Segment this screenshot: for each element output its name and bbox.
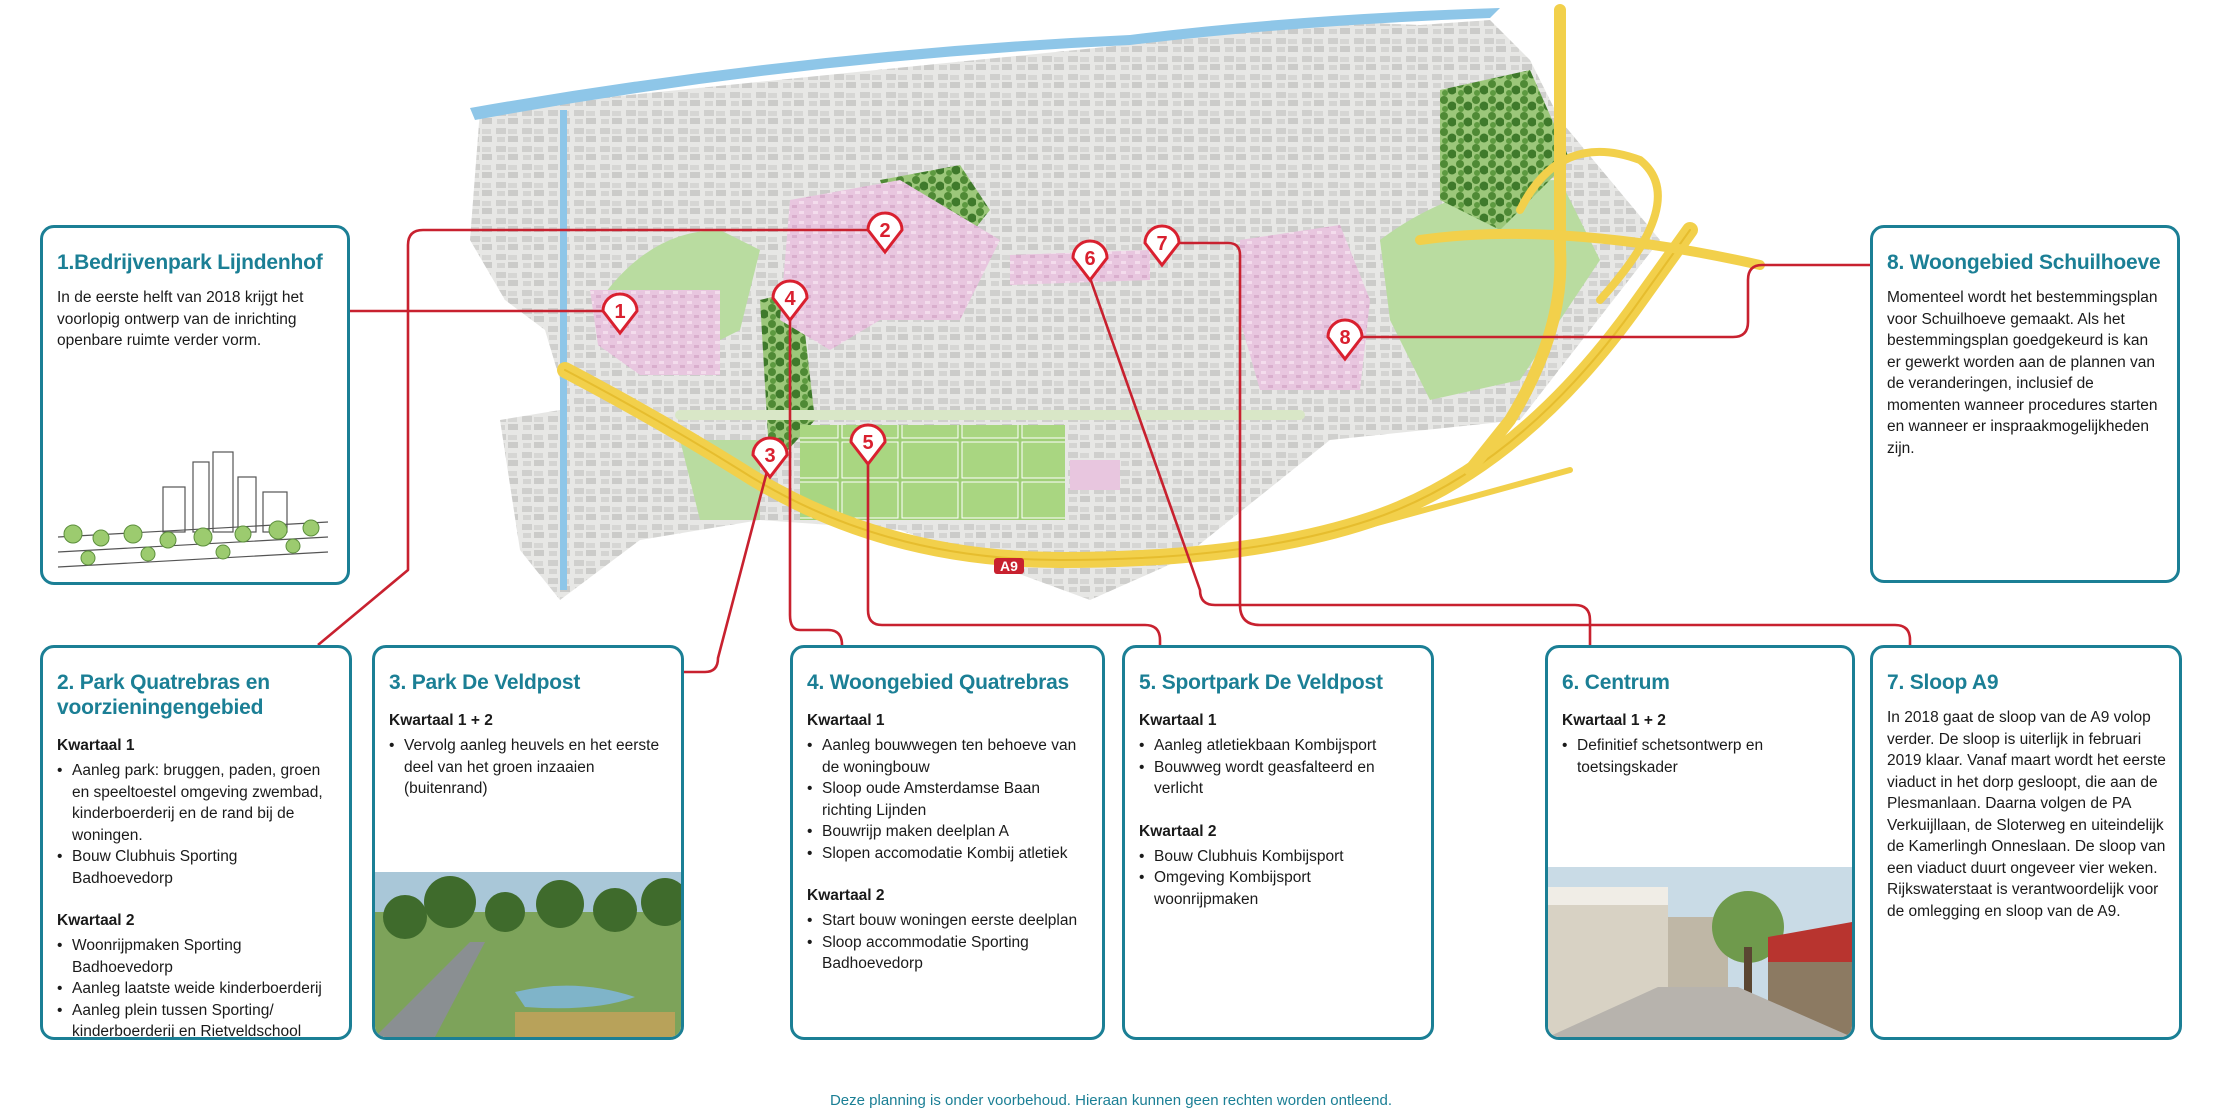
- list-item: Bouw Clubhuis Kombijsport: [1139, 846, 1419, 868]
- panel-park-quatrebras: 2. Park Quatrebras en voorzieningengebie…: [40, 645, 352, 1040]
- panel-6-quarter-1-list: Definitief schetsontwerp en toetsingskad…: [1562, 735, 1840, 778]
- map-marker-4-label: 4: [784, 288, 796, 310]
- panel-2-title: 2. Park Quatrebras en voorzieningengebie…: [57, 671, 270, 719]
- a9-road-sign: [994, 558, 1024, 574]
- list-item: Aanleg plein tussen Sporting/ kinderboer…: [57, 1000, 337, 1038]
- map-marker-1[interactable]: 1: [601, 292, 639, 336]
- panel-3-quarter-1-list: Vervolg aanleg heuvels en het eerste dee…: [389, 735, 669, 800]
- panel-4-quarter-2-list: Start bouw woningen eerste deelplan Sloo…: [807, 910, 1090, 975]
- panel-2-quarter-2-heading: Kwartaal 2: [57, 912, 135, 929]
- panel-3-quarter-1-heading: Kwartaal 1 + 2: [389, 712, 493, 729]
- list-item: Sloop oude Amsterdamse Baan richting Lij…: [807, 778, 1090, 821]
- list-item: Start bouw woningen eerste deelplan: [807, 910, 1090, 932]
- list-item: Aanleg park: bruggen, paden, groen en sp…: [57, 760, 337, 846]
- panel-sportpark-de-veldpost: 5. Sportpark De Veldpost Kwartaal 1 Aanl…: [1122, 645, 1434, 1040]
- map-marker-8[interactable]: 8: [1326, 318, 1364, 362]
- canal: [470, 8, 1500, 120]
- panel-1-text: In de eerste helft van 2018 krijgt het v…: [57, 289, 304, 349]
- panel-4-quarter-1-list: Aanleg bouwwegen ten behoeve van de woni…: [807, 735, 1090, 864]
- map-marker-2[interactable]: 2: [866, 211, 904, 255]
- sports-fields: [800, 425, 1065, 520]
- map-marker-3[interactable]: 3: [751, 436, 789, 480]
- list-item: Aanleg laatste weide kinderboerderij: [57, 978, 337, 1000]
- panel-5-quarter-2-heading: Kwartaal 2: [1139, 822, 1217, 840]
- panel-2-quarter-1-list: Aanleg park: bruggen, paden, groen en sp…: [57, 760, 337, 889]
- map-marker-7[interactable]: 7: [1143, 224, 1181, 268]
- map-marker-6[interactable]: 6: [1071, 239, 1109, 283]
- map-marker-5[interactable]: 5: [849, 423, 887, 467]
- map-marker-3-label: 3: [764, 445, 775, 467]
- panel-1-title: 1.Bedrijvenpark Lijndenhof: [57, 251, 323, 274]
- list-item: Bouwrijp maken deelplan A: [807, 821, 1090, 843]
- panel-8-text: Momenteel wordt het bestemmingsplan voor…: [1887, 289, 2158, 457]
- map-marker-7-label: 7: [1156, 233, 1167, 255]
- panel-6-quarter-1-heading: Kwartaal 1 + 2: [1562, 712, 1666, 729]
- panel-4-quarter-2-heading: Kwartaal 2: [807, 887, 885, 904]
- panel-7-text: In 2018 gaat de sloop van de A9 volop ve…: [1887, 709, 2166, 920]
- west-canal: [560, 110, 567, 590]
- panel-woongebied-quatrebras: 4. Woongebied Quatrebras Kwartaal 1 Aanl…: [790, 645, 1105, 1040]
- panel-sloop-a9: 7. Sloop A9 In 2018 gaat de sloop van de…: [1870, 645, 2182, 1040]
- list-item: Definitief schetsontwerp en toetsingskad…: [1562, 735, 1840, 778]
- highways: [557, 4, 1765, 569]
- sports-park-plot: [1070, 460, 1120, 490]
- panel-2-quarter-1-heading: Kwartaal 1: [57, 737, 135, 754]
- map-markers: 1 2 3 4 5 6 7 8: [601, 211, 1364, 480]
- map-marker-5-label: 5: [862, 432, 873, 454]
- map-marker-6-label: 6: [1084, 248, 1095, 270]
- a9-road-label: A9: [1000, 558, 1018, 574]
- list-item: Bouwweg wordt geasfalteerd en verlicht: [1139, 757, 1419, 800]
- panel-bedrijvenpark-lijndenhof: 1.Bedrijvenpark Lijndenhof In de eerste …: [40, 225, 350, 585]
- panel-5-quarter-2-list: Bouw Clubhuis Kombijsport Omgeving Kombi…: [1139, 846, 1419, 911]
- panel-4-title: 4. Woongebied Quatrebras: [807, 671, 1070, 694]
- list-item: Slopen accomodatie Kombij atletiek: [807, 843, 1090, 865]
- street-sketch-illustration: [57, 451, 329, 568]
- list-item: Sloop accommodatie Sporting Badhoevedorp: [807, 932, 1090, 975]
- panel-woongebied-schuilhoeve: 8. Woongebied Schuilhoeve Momenteel word…: [1870, 225, 2180, 583]
- map-marker-8-label: 8: [1339, 327, 1350, 349]
- centrum-photo: [1548, 867, 1852, 1037]
- panel-6-title: 6. Centrum: [1562, 671, 1670, 694]
- panel-park-de-veldpost: 3. Park De Veldpost Kwartaal 1 + 2 Vervo…: [372, 645, 684, 1040]
- panel-5-title: 5. Sportpark De Veldpost: [1139, 671, 1383, 694]
- list-item: Aanleg atletiekbaan Kombijsport: [1139, 735, 1419, 757]
- list-item: Aanleg bouwwegen ten behoeve van de woni…: [807, 735, 1090, 778]
- panel-centrum: 6. Centrum Kwartaal 1 + 2 Definitief sch…: [1545, 645, 1855, 1040]
- panel-8-title: 8. Woongebied Schuilhoeve: [1887, 251, 2161, 274]
- map-marker-4[interactable]: 4: [771, 279, 809, 323]
- panel-5-quarter-1-heading: Kwartaal 1: [1139, 712, 1217, 729]
- panel-5-quarter-1-list: Aanleg atletiekbaan Kombijsport Bouwweg …: [1139, 735, 1419, 800]
- panel-4-quarter-1-heading: Kwartaal 1: [807, 712, 885, 729]
- disclaimer: Deze planning is onder voorbehoud. Hiera…: [829, 1092, 1393, 1109]
- panel-7-title: 7. Sloop A9: [1887, 671, 1999, 694]
- list-item: Woonrijpmaken Sporting Badhoevedorp: [57, 935, 337, 978]
- park-photo: [375, 872, 681, 1037]
- map-marker-2-label: 2: [879, 220, 890, 242]
- map-marker-1-label: 1: [614, 301, 625, 323]
- list-item: Omgeving Kombijsport woonrijpmaken: [1139, 867, 1419, 910]
- panel-2-quarter-2-list: Woonrijpmaken Sporting Badhoevedorp Aanl…: [57, 935, 337, 1038]
- list-item: Vervolg aanleg heuvels en het eerste dee…: [389, 735, 669, 800]
- connector-lines: [317, 228, 1912, 674]
- list-item: Bouw Clubhuis Sporting Badhoevedorp: [57, 846, 337, 889]
- area-quatrebras: [780, 180, 1000, 350]
- panel-3-title: 3. Park De Veldpost: [389, 671, 581, 694]
